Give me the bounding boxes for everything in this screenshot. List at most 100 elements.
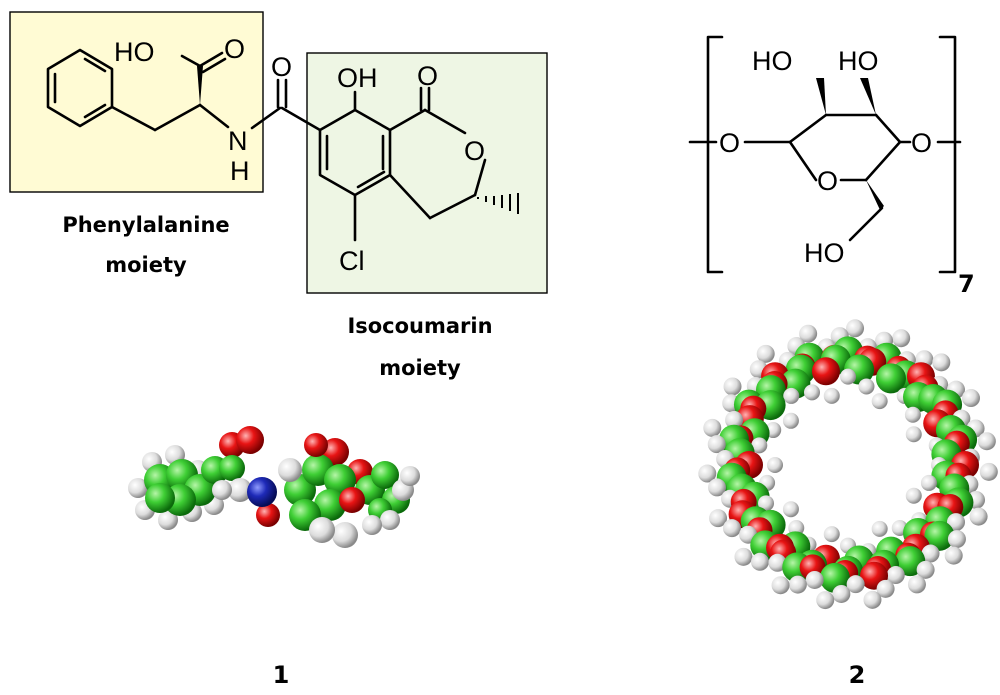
oxygen-atom-sphere — [236, 426, 264, 454]
atom-amide-n: N — [228, 126, 248, 156]
hydrogen-atom-sphere — [332, 522, 358, 548]
atom-ho-right: HO — [838, 46, 879, 76]
hydrogen-atom-sphere — [905, 426, 922, 443]
hydrogen-atom-sphere — [799, 324, 818, 343]
atom-acid-oh: HO — [114, 37, 155, 67]
hydrogen-atom-sphere — [932, 353, 951, 372]
atom-ring-o: O — [817, 166, 838, 196]
repeat-bracket-right — [938, 35, 957, 274]
isocoumarin-moiety-box — [306, 52, 548, 294]
hydrogen-atom-sphere — [128, 478, 148, 498]
hydrogen-atom-sphere — [768, 553, 787, 572]
hydrogen-atom-sphere — [783, 387, 800, 404]
hydrogen-atom-sphere — [707, 435, 726, 454]
hydrogen-atom-sphere — [703, 418, 722, 437]
compound-label-1: 1 — [273, 661, 290, 689]
molecule-2-structure: HO HO O O O HO 7 — [688, 35, 975, 298]
hydrogen-atom-sphere — [921, 544, 940, 563]
hydrogen-atom-sphere — [947, 530, 966, 549]
hydrogen-atom-sphere — [892, 329, 911, 348]
hydrogen-atom-sphere — [734, 547, 753, 566]
hydrogen-atom-sphere — [708, 478, 727, 497]
hydrogen-atom-sphere — [725, 410, 744, 429]
atom-ho-bottom: HO — [804, 238, 845, 268]
oxygen-atom-sphere — [304, 433, 328, 457]
hydrogen-atom-sphere — [846, 575, 865, 594]
nitrogen-atom-sphere — [247, 477, 277, 507]
atom-lactone-carbonyl-o: O — [417, 61, 438, 91]
hydrogen-atom-sphere — [803, 384, 820, 401]
carbon-atom-sphere — [875, 363, 906, 394]
carbon-atom-sphere — [924, 520, 955, 551]
hashed-wedge-methyl — [477, 193, 519, 214]
hydrogen-atom-sphere — [362, 515, 382, 535]
oxygen-atom-sphere — [339, 487, 365, 513]
hydrogen-atom-sphere — [750, 552, 769, 571]
oxygen-atom-sphere — [256, 503, 280, 527]
caption-isocoumarin-line1: Isocoumarin — [347, 314, 492, 338]
hydrogen-atom-sphere — [751, 437, 768, 454]
hydrogen-atom-sphere — [400, 466, 420, 486]
hydrogen-atom-sphere — [904, 406, 921, 423]
carbon-atom-sphere — [314, 489, 346, 521]
amide-carbonyl — [276, 78, 322, 132]
glucose-ring — [688, 78, 962, 242]
hydrogen-atom-sphere — [788, 575, 807, 594]
hydrogen-atom-sphere — [979, 462, 998, 481]
hydrogen-atom-sphere — [698, 464, 717, 483]
hydrogen-atom-sphere — [947, 513, 966, 532]
hydrogen-atom-sphere — [863, 590, 882, 609]
molecule-1-space-filling-model — [128, 426, 420, 548]
caption-phenylalanine-line2: moiety — [105, 253, 187, 277]
phenylalanine-chain — [110, 51, 282, 132]
atom-amide-o: O — [271, 52, 292, 82]
hydrogen-atom-sphere — [771, 576, 790, 595]
carbon-atom-sphere — [145, 483, 175, 513]
atom-glycosidic-o-left: O — [719, 128, 740, 158]
repeat-count: 7 — [958, 270, 975, 298]
hydrogen-atom-sphere — [278, 458, 302, 482]
hydrogen-atom-sphere — [782, 501, 799, 518]
hydrogen-atom-sphere — [961, 389, 980, 408]
hydrogen-atom-sphere — [907, 575, 926, 594]
hydrogen-atom-sphere — [723, 377, 742, 396]
benzene-ring — [46, 48, 114, 128]
hydrogen-atom-sphere — [212, 480, 232, 500]
hydrogen-atom-sphere — [871, 393, 888, 410]
hydrogen-atom-sphere — [816, 591, 835, 610]
hydrogen-atom-sphere — [858, 378, 875, 395]
oxygen-atom-sphere — [811, 357, 840, 386]
atom-chlorine: Cl — [339, 246, 365, 276]
phenylalanine-moiety-box — [9, 11, 264, 193]
hydrogen-atom-sphere — [916, 560, 935, 579]
compound-label-2: 2 — [849, 661, 866, 689]
hydrogen-atom-sphere — [969, 507, 988, 526]
hydrogen-atom-sphere — [944, 546, 963, 565]
hydrogen-atom-sphere — [380, 510, 400, 530]
hydrogen-atom-sphere — [158, 510, 178, 530]
hydrogen-atom-sphere — [805, 570, 824, 589]
hydrogen-atom-sphere — [920, 474, 937, 491]
atom-phenol-oh: OH — [337, 63, 378, 93]
hydrogen-atom-sphere — [846, 319, 865, 338]
atom-amide-h: H — [230, 156, 250, 186]
hydrogen-atom-sphere — [905, 487, 922, 504]
hydrogen-atom-sphere — [756, 344, 775, 363]
caption-phenylalanine-line1: Phenylalanine — [62, 213, 229, 237]
caption-isocoumarin-line2: moiety — [379, 356, 461, 380]
hydrogen-atom-sphere — [871, 520, 888, 537]
hydrogen-atom-sphere — [782, 412, 799, 429]
hydrogen-atom-sphere — [840, 368, 856, 385]
atom-ho-left: HO — [752, 46, 793, 76]
hydrogen-atom-sphere — [309, 517, 335, 543]
hydrogen-atom-sphere — [832, 584, 851, 603]
hydrogen-atom-sphere — [886, 566, 905, 585]
hydrogen-atom-sphere — [823, 526, 840, 543]
molecule-1-structure: HO O O N H OH O O Cl Phenylalanine moiet… — [9, 11, 548, 380]
hydrogen-atom-sphere — [722, 519, 741, 538]
lactone-ring — [388, 86, 519, 220]
molecule-2-space-filling-model — [698, 319, 998, 610]
carbon-atom-sphere — [219, 455, 245, 481]
hydrogen-atom-sphere — [758, 495, 775, 512]
